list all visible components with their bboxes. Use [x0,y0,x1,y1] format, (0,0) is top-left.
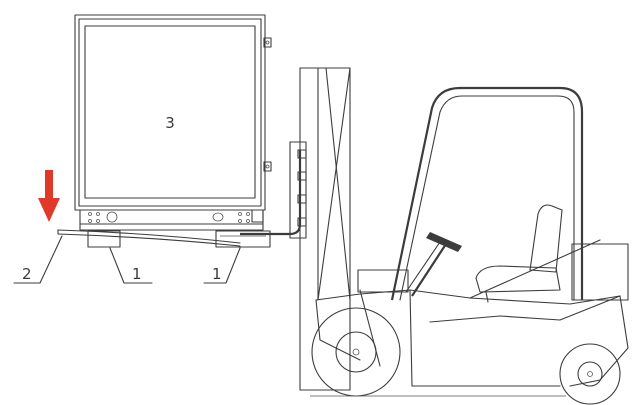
operator-seat [475,204,563,303]
down-arrow-icon [38,170,60,222]
support-left-label: 1 [132,265,142,283]
cabinet: 3 [74,14,272,231]
cabinet-label: 3 [165,114,175,132]
steering-wheel [405,232,462,297]
support-blocks [87,230,271,248]
pad-strap [57,229,241,247]
support-right-label: 1 [212,265,222,283]
forklift-mast [299,67,351,391]
rear-wheel [559,343,621,405]
pad-label: 2 [22,265,32,283]
leader-lines: 2 1 1 [13,235,241,284]
overhead-guard [390,86,584,301]
front-wheel [311,307,401,397]
forklift-body [315,239,629,387]
